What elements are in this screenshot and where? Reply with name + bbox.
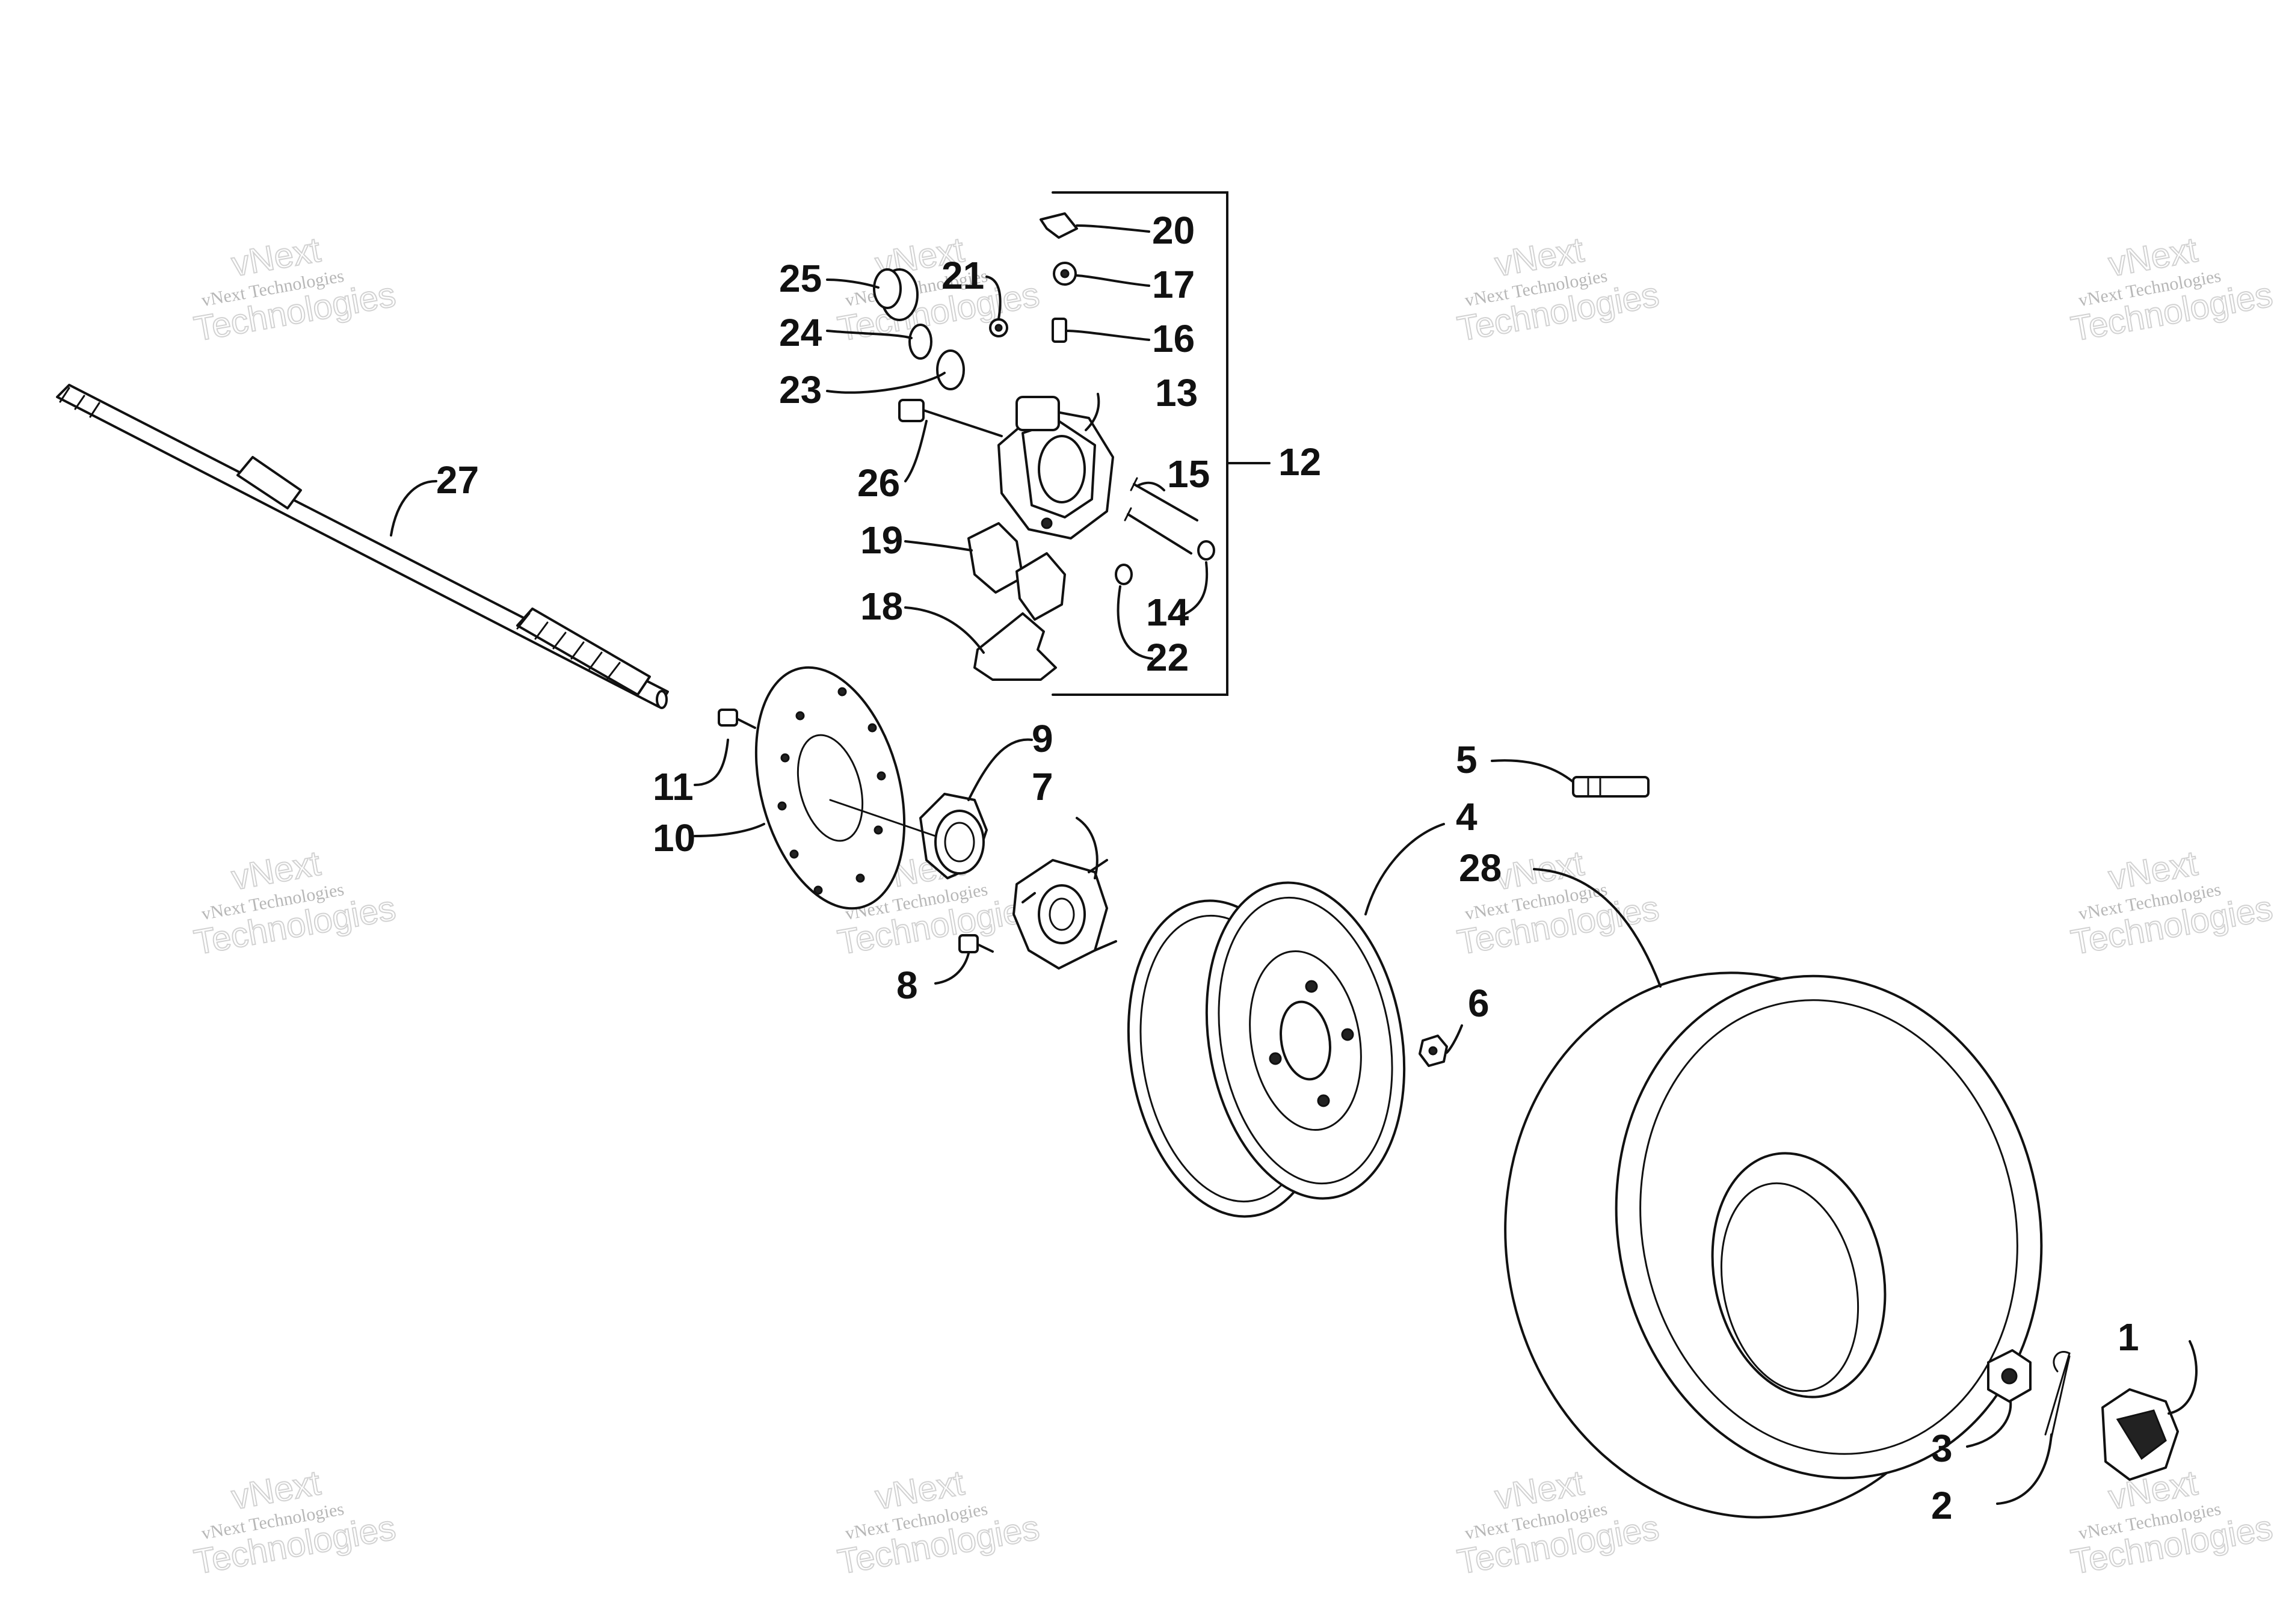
callout-10: 10 [653, 816, 695, 860]
callout-7: 7 [1032, 765, 1053, 808]
callout-27: 27 [436, 458, 479, 502]
watermark: vNext vNext Technologies Technologies [2068, 843, 2274, 963]
caliper-assembly-bracket [1052, 191, 1271, 696]
dust-seal [936, 349, 965, 390]
callout-18: 18 [860, 585, 903, 628]
disc-bolt [718, 709, 756, 729]
callout-1: 1 [2118, 1315, 2139, 1359]
caliper-bolt [898, 399, 1003, 437]
watermark: vNext vNext Technologies Technologies [2068, 230, 2274, 349]
callout-22: 22 [1146, 636, 1189, 679]
callout-19: 19 [860, 518, 903, 562]
axle-shaft [56, 384, 669, 709]
callout-16: 16 [1152, 317, 1195, 360]
boot [1115, 564, 1133, 585]
hub-housing [829, 793, 988, 879]
hub-bolt [958, 934, 994, 953]
watermark: vNext vNext Technologies Technologies [834, 1463, 1043, 1582]
callout-12: 12 [1278, 440, 1321, 484]
caliper-piston [873, 268, 919, 321]
watermark: vNext vNext Technologies Technologies [191, 843, 399, 963]
callout-24: 24 [779, 311, 822, 354]
retaining-clip [1040, 212, 1078, 239]
callout-6: 6 [1468, 982, 1490, 1025]
callout-26: 26 [857, 461, 900, 505]
piston-seal [908, 324, 932, 360]
callout-2: 2 [1931, 1484, 1953, 1527]
tire [1504, 971, 2043, 1519]
leader-lines [390, 224, 2198, 1505]
axle-nut [1987, 1349, 2032, 1403]
callout-4: 4 [1456, 795, 1477, 838]
callout-11: 11 [653, 765, 694, 808]
cotter-pin [2044, 1351, 2071, 1439]
callout-8: 8 [896, 964, 918, 1007]
lug-nut [1419, 1035, 1448, 1067]
valve-stem [1572, 776, 1650, 798]
callout-3: 3 [1931, 1427, 1953, 1470]
callout-labels: 1 2 3 4 5 6 7 8 9 10 11 12 13 14 15 16 1… [436, 209, 2139, 1527]
caliper-pins [1124, 477, 1198, 555]
callout-28: 28 [1459, 846, 1502, 890]
callout-17: 17 [1152, 263, 1195, 306]
callout-15: 15 [1167, 452, 1210, 496]
watermark-layer: vNext vNext Technologies Technologies vN… [191, 230, 2274, 1582]
watermark: vNext vNext Technologies Technologies [191, 230, 399, 349]
pin-bushing [1197, 540, 1215, 561]
brake-caliper [997, 396, 1114, 540]
brake-pads [967, 522, 1066, 621]
watermark: vNext vNext Technologies Technologies [2068, 1463, 2274, 1582]
hub-cap [2101, 1388, 2179, 1481]
bleeder-cap [989, 318, 1008, 337]
callout-9: 9 [1032, 717, 1053, 760]
callout-5: 5 [1456, 738, 1477, 781]
callout-21: 21 [941, 254, 984, 297]
bleeder-screw [1052, 318, 1067, 343]
callout-25: 25 [779, 257, 822, 300]
wheel-rim [1127, 881, 1406, 1218]
watermark: vNext vNext Technologies Technologies [191, 1463, 399, 1582]
callout-20: 20 [1152, 209, 1195, 252]
callout-14: 14 [1146, 591, 1189, 634]
bleeder-nut [1053, 262, 1077, 286]
wheel-hub [1012, 859, 1117, 970]
callout-23: 23 [779, 368, 822, 411]
watermark: vNext vNext Technologies Technologies [1454, 230, 1663, 349]
brake-disc [754, 666, 906, 910]
callout-13: 13 [1155, 371, 1198, 414]
caliper-mount-bracket [973, 612, 1057, 681]
